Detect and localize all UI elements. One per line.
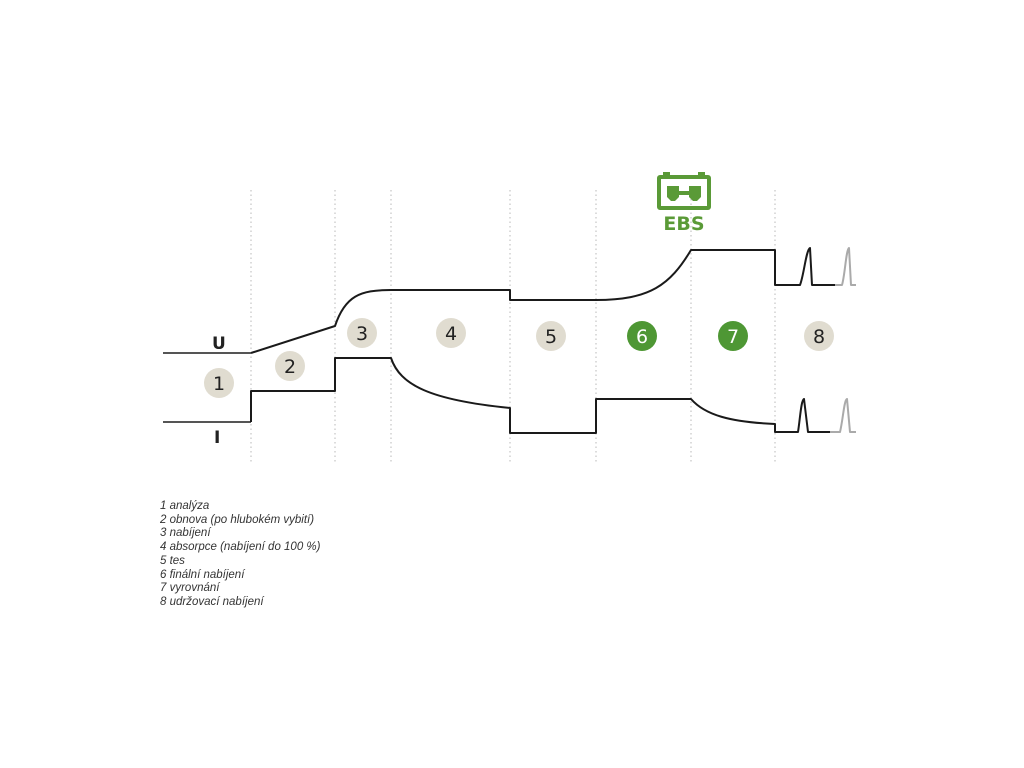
stage-circle xyxy=(275,351,305,381)
stage-marker: 5 xyxy=(536,321,566,351)
stage-marker: 1 xyxy=(204,368,234,398)
stage-marker: 3 xyxy=(347,318,377,348)
stage-markers: 1 2 3 4 5 6 7 8 xyxy=(204,318,834,398)
ebs-label: EBS xyxy=(663,213,704,235)
stage-marker: 7 xyxy=(718,321,748,351)
current-label: I xyxy=(214,428,220,448)
stage-circle xyxy=(627,321,657,351)
stage-number: 1 xyxy=(213,373,225,395)
legend-item: 2 obnova (po hlubokém vybití) xyxy=(160,513,315,526)
legend-item: 3 nabíjení xyxy=(160,527,211,540)
stage-circle xyxy=(204,368,234,398)
current-curve xyxy=(163,357,856,434)
legend-item: 1 analýza xyxy=(160,500,210,512)
current-tail xyxy=(830,398,856,433)
legend-item: 7 vyrovnání xyxy=(160,582,220,595)
voltage-curve xyxy=(163,247,856,354)
voltage-tail xyxy=(835,247,856,286)
legend-item: 8 udržovací nabíjení xyxy=(160,595,264,608)
stage-number: 4 xyxy=(445,323,457,345)
stage-marker: 6 xyxy=(627,321,657,351)
stage-marker: 2 xyxy=(275,351,305,381)
legend-item: 5 tes xyxy=(160,554,185,567)
legend-item: 6 finální nabíjení xyxy=(160,568,245,581)
stage-number: 3 xyxy=(356,323,368,345)
stage-circle xyxy=(436,318,466,348)
stage-marker: 8 xyxy=(804,321,834,351)
stage-circle xyxy=(718,321,748,351)
ebs-badge: EBS xyxy=(657,172,711,235)
stage-number: 8 xyxy=(813,326,825,348)
legend-item: 4 absorpce (nabíjení do 100 %) xyxy=(160,541,321,554)
battery-icon xyxy=(657,172,711,210)
voltage-label: U xyxy=(212,334,226,354)
voltage-main xyxy=(250,247,835,354)
stage-marker: 4 xyxy=(436,318,466,348)
stage-number: 5 xyxy=(545,326,557,348)
stage-number: 2 xyxy=(284,356,296,378)
stage-circle xyxy=(536,321,566,351)
stage-number: 7 xyxy=(727,326,739,348)
stage-number: 6 xyxy=(636,326,648,348)
stage-circle xyxy=(804,321,834,351)
stage-legend: 1 analýza 2 obnova (po hlubokém vybití) … xyxy=(160,500,320,610)
current-main xyxy=(250,357,830,434)
stage-circle xyxy=(347,318,377,348)
